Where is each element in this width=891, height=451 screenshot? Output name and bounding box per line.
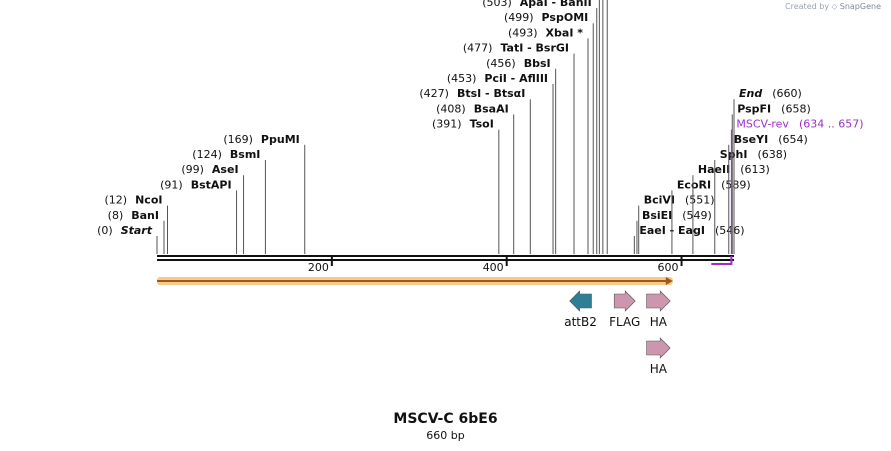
site-coord: (549) <box>682 209 712 222</box>
site-coord: (658) <box>781 102 811 115</box>
site-name-ecori: EcoRI <box>677 178 711 191</box>
credit-brand: SnapGene <box>839 2 881 11</box>
site-coord: (493) <box>508 26 538 39</box>
site-name-bcivi: BciVI <box>644 194 675 207</box>
site-coord: (546) <box>715 224 745 237</box>
site-coord: (654) <box>778 133 808 146</box>
site-name-tati-bsrgi: TatI - BsrGI <box>500 42 569 55</box>
site-coord: (499) <box>504 11 534 24</box>
site-coord: (8) <box>108 209 124 222</box>
credit-prefix: Created by <box>785 2 830 11</box>
snapgene-logo-icon: ⬦ <box>831 2 838 11</box>
feature-flag-label: FLAG <box>609 315 640 329</box>
site-name-bseyi: BseYI <box>734 133 768 146</box>
site-coord: (0) <box>97 224 113 237</box>
site-coord: (589) <box>721 178 751 191</box>
site-coord: (427) <box>419 87 449 100</box>
snapgene-credit: Created by ⬦ SnapGene <box>785 2 881 12</box>
site-name-bani: BanI <box>131 209 159 222</box>
feature-attb2-arrow <box>569 290 592 312</box>
site-coord: (456) <box>486 57 516 70</box>
site-coord: (503) <box>482 0 512 9</box>
backbone-top-strand <box>157 255 734 257</box>
site-name-end: End <box>739 87 762 100</box>
site-coord: (613) <box>740 163 770 176</box>
backbone-bottom-strand <box>157 259 734 261</box>
site-coord: (12) <box>105 194 128 207</box>
site-coord: (551) <box>685 194 715 207</box>
site-coord: (660) <box>772 87 802 100</box>
feature-ha-label: HA <box>650 362 668 376</box>
site-name-ppumi: PpuMI <box>261 133 300 146</box>
feature-flag-arrow <box>613 290 636 312</box>
site-name-ncoi: NcoI <box>135 194 162 207</box>
site-coord: (99) <box>181 163 204 176</box>
feature-ha-label: HA <box>650 315 668 329</box>
primer-arrow <box>711 256 733 265</box>
site-name-start: Start <box>121 224 153 237</box>
site-coord: (477) <box>463 42 493 55</box>
tick-label: 200 <box>308 261 329 274</box>
site-name-bsiei: BsiEI <box>642 209 672 222</box>
map-name: MSCV-C 6bE6 <box>393 411 498 427</box>
site-name-pspomi: PspOMI <box>542 11 589 24</box>
feature-ha-arrow <box>646 290 671 312</box>
site-name-bsaai: BsaAI <box>474 102 509 115</box>
site-coord: (391) <box>432 118 462 131</box>
site-name-xbai: XbaI * <box>546 26 584 39</box>
site-coord: (634 .. 657) <box>799 118 864 131</box>
site-name-btsi-bts-i: BtsI - BtsαI <box>457 87 525 100</box>
site-coord: (453) <box>447 72 477 85</box>
site-name-bbsi: BbsI <box>524 57 551 70</box>
site-name-pspfi: PspFI <box>737 102 771 115</box>
orf-arrowhead <box>665 277 673 285</box>
site-name-mscv-rev: MSCV-rev <box>736 118 789 131</box>
site-name-asei: AseI <box>212 163 239 176</box>
tick-label: 600 <box>658 261 679 274</box>
site-name-bsmi: BsmI <box>230 148 261 161</box>
tick-label: 400 <box>483 261 504 274</box>
site-coord: (124) <box>192 148 222 161</box>
site-coord: (638) <box>758 148 788 161</box>
site-name-haeii: HaeII <box>698 163 730 176</box>
site-name-apai-banii: ApaI - BanII <box>520 0 592 9</box>
site-name-bstapi: BstAPI <box>191 178 232 191</box>
feature-ha-arrow <box>646 337 671 359</box>
site-name-tsoi: TsoI <box>470 118 494 131</box>
map-length: 660 bp <box>426 429 465 442</box>
feature-attb2-label: attB2 <box>564 315 597 329</box>
site-coord: (408) <box>436 102 466 115</box>
site-coord: (169) <box>223 133 253 146</box>
site-name-pcii-afliii: PciI - AflIII <box>484 72 548 85</box>
site-coord: (91) <box>160 178 183 191</box>
